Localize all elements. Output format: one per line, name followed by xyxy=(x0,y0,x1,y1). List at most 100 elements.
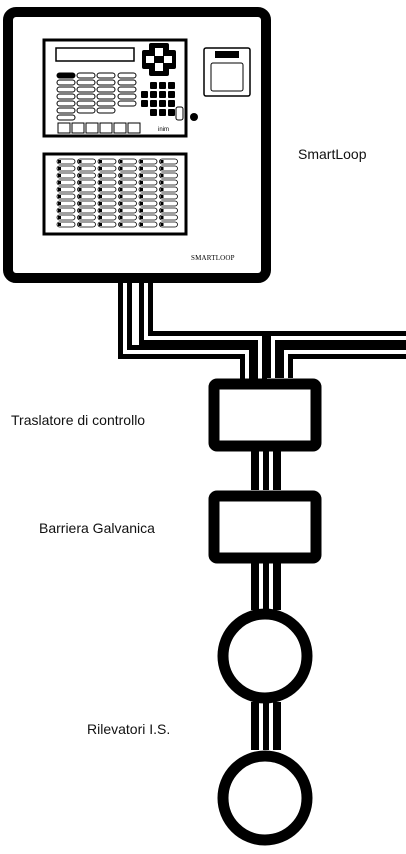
detectors-label: Rilevatori I.S. xyxy=(87,721,171,737)
zone-led xyxy=(159,214,178,221)
zone-led xyxy=(56,186,76,193)
zone-led-indicator xyxy=(78,209,82,212)
zone-led-indicator xyxy=(99,209,102,212)
zone-led-indicator xyxy=(119,209,123,212)
zone-led xyxy=(77,165,96,172)
zone-led xyxy=(118,172,137,179)
zone-led-indicator xyxy=(78,188,82,191)
zone-led xyxy=(118,193,137,200)
zone-led xyxy=(56,172,76,179)
zone-led-indicator xyxy=(78,160,82,163)
zone-led-indicator xyxy=(99,202,102,205)
zone-led-indicator xyxy=(119,181,123,184)
detector-2 xyxy=(217,750,313,846)
numeric-keypad xyxy=(141,82,175,116)
zone-led-indicator xyxy=(99,223,102,226)
zone-led xyxy=(138,200,158,207)
zone-led-indicator xyxy=(140,174,143,177)
zone-led xyxy=(118,207,137,214)
zone-led-indicator xyxy=(78,167,82,170)
zone-led xyxy=(56,200,76,207)
zone-led xyxy=(138,165,158,172)
zone-led xyxy=(56,221,76,228)
zone-led-indicator xyxy=(160,174,164,177)
zone-led xyxy=(56,179,76,186)
zone-led xyxy=(77,172,96,179)
zone-led-indicator xyxy=(160,223,164,226)
zone-led-indicator xyxy=(78,174,82,177)
zone-led xyxy=(97,200,117,207)
zone-led xyxy=(138,193,158,200)
zone-led-indicator xyxy=(58,167,61,170)
zone-led-indicator xyxy=(58,223,61,226)
zone-led xyxy=(77,214,96,221)
zone-led-indicator xyxy=(58,174,61,177)
zone-led xyxy=(97,207,117,214)
zone-led xyxy=(77,207,96,214)
zone-led xyxy=(159,179,178,186)
zone-led xyxy=(159,207,178,214)
zone-led-indicator xyxy=(78,181,82,184)
detector-detector-cables xyxy=(251,702,281,750)
barrier-label: Barriera Galvanica xyxy=(39,520,155,536)
zone-led xyxy=(118,200,137,207)
zone-led xyxy=(56,214,76,221)
zone-led-indicator xyxy=(99,195,102,198)
bus-cables xyxy=(266,331,406,378)
zone-led xyxy=(159,172,178,179)
zone-led xyxy=(97,221,117,228)
zone-led-indicator xyxy=(119,216,123,219)
zone-led-indicator xyxy=(140,195,143,198)
lcd-display xyxy=(55,47,135,62)
barrier-box xyxy=(208,490,322,564)
zone-led-indicator xyxy=(160,188,164,191)
panel-logo: inim xyxy=(158,127,169,133)
zone-led xyxy=(159,200,178,207)
zone-led-indicator xyxy=(119,160,123,163)
zone-led-indicator xyxy=(140,209,143,212)
zone-led-indicator xyxy=(99,160,102,163)
zone-led-grid xyxy=(56,158,178,228)
zone-led xyxy=(138,186,158,193)
zone-led-indicator xyxy=(140,202,143,205)
zone-led xyxy=(118,179,137,186)
zone-led xyxy=(77,158,96,165)
zone-led xyxy=(77,200,96,207)
zone-led xyxy=(118,221,137,228)
zone-led-indicator xyxy=(160,202,164,205)
zone-led-indicator xyxy=(140,160,143,163)
zone-led xyxy=(138,207,158,214)
barrier-detector-cables xyxy=(251,562,281,610)
zone-led xyxy=(97,214,117,221)
zone-led-indicator xyxy=(58,181,61,184)
zone-led-indicator xyxy=(99,216,102,219)
zone-led-indicator xyxy=(58,216,61,219)
zone-led xyxy=(77,221,96,228)
zone-led xyxy=(138,214,158,221)
zone-led xyxy=(159,193,178,200)
zone-led-indicator xyxy=(160,216,164,219)
zone-led xyxy=(138,158,158,165)
zone-led-indicator xyxy=(78,202,82,205)
zone-led-indicator xyxy=(140,188,143,191)
translator-box xyxy=(208,378,322,452)
zone-led xyxy=(118,158,137,165)
zone-led xyxy=(77,186,96,193)
translator-label: Traslatore di controllo xyxy=(11,412,146,428)
zone-led-indicator xyxy=(99,167,102,170)
printer-module xyxy=(203,47,251,97)
zone-led xyxy=(159,221,178,228)
zone-led-module xyxy=(42,152,188,236)
zone-led-indicator xyxy=(119,195,123,198)
zone-led-indicator xyxy=(160,195,164,198)
zone-led xyxy=(159,186,178,193)
zone-led-indicator xyxy=(160,209,164,212)
zone-led xyxy=(56,158,76,165)
zone-led-indicator xyxy=(140,216,143,219)
zone-led xyxy=(77,179,96,186)
zone-led-indicator xyxy=(99,181,102,184)
zone-led-indicator xyxy=(78,216,82,219)
zone-led xyxy=(56,193,76,200)
zone-led xyxy=(97,186,117,193)
